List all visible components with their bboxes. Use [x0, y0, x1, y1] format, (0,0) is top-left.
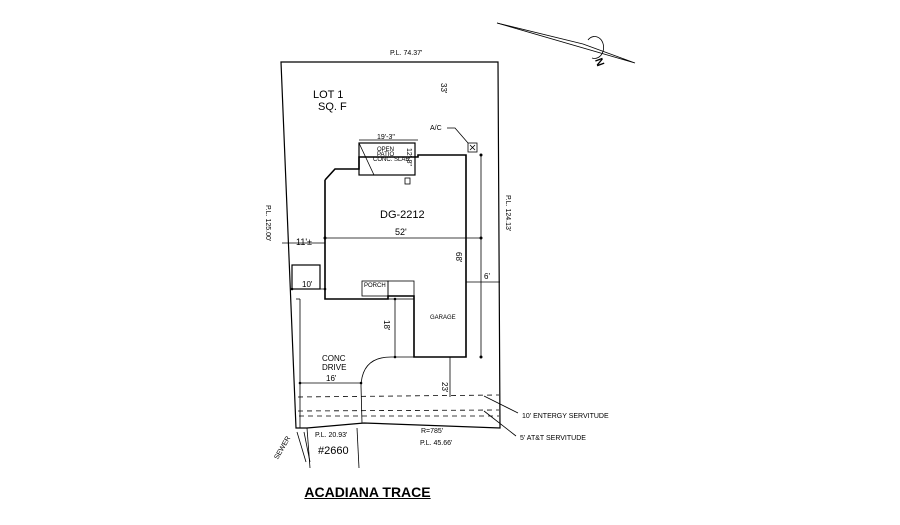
pl-bottom-left-label: P.L. 20.93' [315, 432, 347, 439]
rear-setback-label: 33' [439, 83, 448, 94]
house-depth-label: 68' [454, 252, 463, 263]
north-letter: N [592, 57, 606, 69]
garage-depth-label: 18' [382, 320, 391, 331]
entergy-servitude-label: 10' ENTERGY SERVITUDE [522, 413, 609, 420]
open-patio: OPEN PATIO CONC. SLAB 12'-8" [358, 142, 416, 185]
sewer-label: SEWER [273, 435, 292, 461]
lot-boundary [280, 61, 501, 429]
drive-label-conc: CONC [322, 354, 346, 363]
att-servitude-line [297, 409, 500, 412]
left-offset-label: 10' [302, 280, 313, 289]
plan-name: DG-2212 [380, 209, 425, 221]
lot-label: LOT 1 [313, 89, 343, 101]
ac-unit [467, 142, 478, 153]
patio-width-label: 19'-3" [377, 134, 395, 141]
driveway [299, 299, 414, 428]
drive-label-drive: DRIVE [322, 363, 346, 372]
pl-right-label: P.L. 124.13' [504, 195, 511, 231]
porch-label: PORCH [364, 283, 386, 289]
front-setback-label: 23' [440, 382, 449, 393]
lot-number: #2660 [318, 445, 349, 457]
pl-top-label: P.L. 74.37' [390, 50, 422, 57]
radius-label: R=785' [421, 428, 443, 435]
street-name: ACADIANA TRACE [304, 484, 431, 500]
patio-label-open: OPEN [377, 147, 394, 153]
pl-bottom-right-label: P.L. 45.66' [420, 440, 452, 447]
ac-label: A/C [430, 125, 442, 132]
entergy-servitude-line [297, 394, 500, 398]
house-footprint [324, 154, 467, 358]
patio-label-patio: PATIO [377, 152, 394, 158]
side-left-setback-label: 11'± [296, 237, 312, 247]
garage-label: GARAGE [430, 315, 456, 321]
drive-width-label: 16' [326, 374, 337, 383]
patio-label-slab: CONC. SLAB [373, 157, 409, 163]
pl-left-label: P.L. 125.00' [264, 205, 271, 241]
house-width-label: 52' [395, 227, 407, 237]
lot-square-label: SQ. F [318, 101, 347, 113]
side-right-setback-label: 6' [484, 272, 490, 281]
patio-depth-label: 12'-8" [405, 148, 412, 166]
att-servitude-label: 5' AT&T SERVITUDE [520, 435, 586, 442]
north-arrow-icon: N [496, 22, 636, 69]
